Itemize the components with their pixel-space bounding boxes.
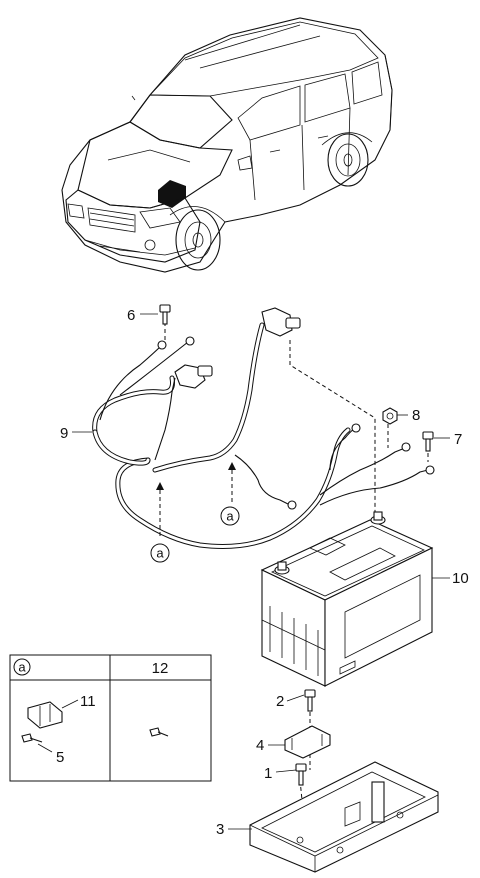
battery-10 — [260, 511, 434, 687]
ref-marker-lower: a — [150, 543, 170, 563]
battery-location-marker — [158, 180, 186, 208]
bolt-1 — [295, 763, 307, 786]
callout-10: 10 — [452, 570, 469, 587]
ref-marker-upper: a — [220, 506, 240, 526]
callout-4: 4 — [256, 737, 264, 754]
callout-2: 2 — [276, 693, 284, 710]
arrow-lower — [156, 482, 164, 490]
clip-11-drawing — [27, 701, 63, 729]
vehicle-illustration — [61, 17, 393, 273]
battery-tray-3 — [249, 761, 439, 873]
callout-8: 8 — [412, 407, 420, 424]
screw-12-drawing — [149, 727, 161, 737]
legend-header-left: a — [18, 660, 26, 675]
arrow-upper — [228, 462, 236, 470]
callout-labels: 6 9 8 7 10 11 5 2 4 1 3 — [56, 307, 469, 838]
ref-marker-upper-label: a — [226, 509, 234, 524]
nut-8 — [382, 407, 398, 425]
callout-3: 3 — [216, 821, 224, 838]
battery-bracket-4 — [284, 725, 331, 759]
callout-9: 9 — [60, 425, 68, 442]
legend-table: a 12 — [9, 654, 212, 782]
callout-1: 1 — [264, 765, 272, 782]
legend-ref-marker — [13, 658, 31, 676]
battery-cable-harness — [92, 307, 435, 549]
bolt-6 — [159, 304, 171, 325]
legend-header-right: 12 — [152, 660, 169, 677]
callout-7: 7 — [454, 431, 462, 448]
ref-marker-lower-label: a — [156, 546, 164, 561]
callout-11: 11 — [80, 693, 96, 710]
screw-5-drawing — [21, 733, 33, 743]
bolt-2 — [304, 689, 316, 712]
bolt-7 — [422, 431, 434, 452]
callout-6: 6 — [127, 307, 135, 324]
callout-5: 5 — [56, 749, 64, 766]
